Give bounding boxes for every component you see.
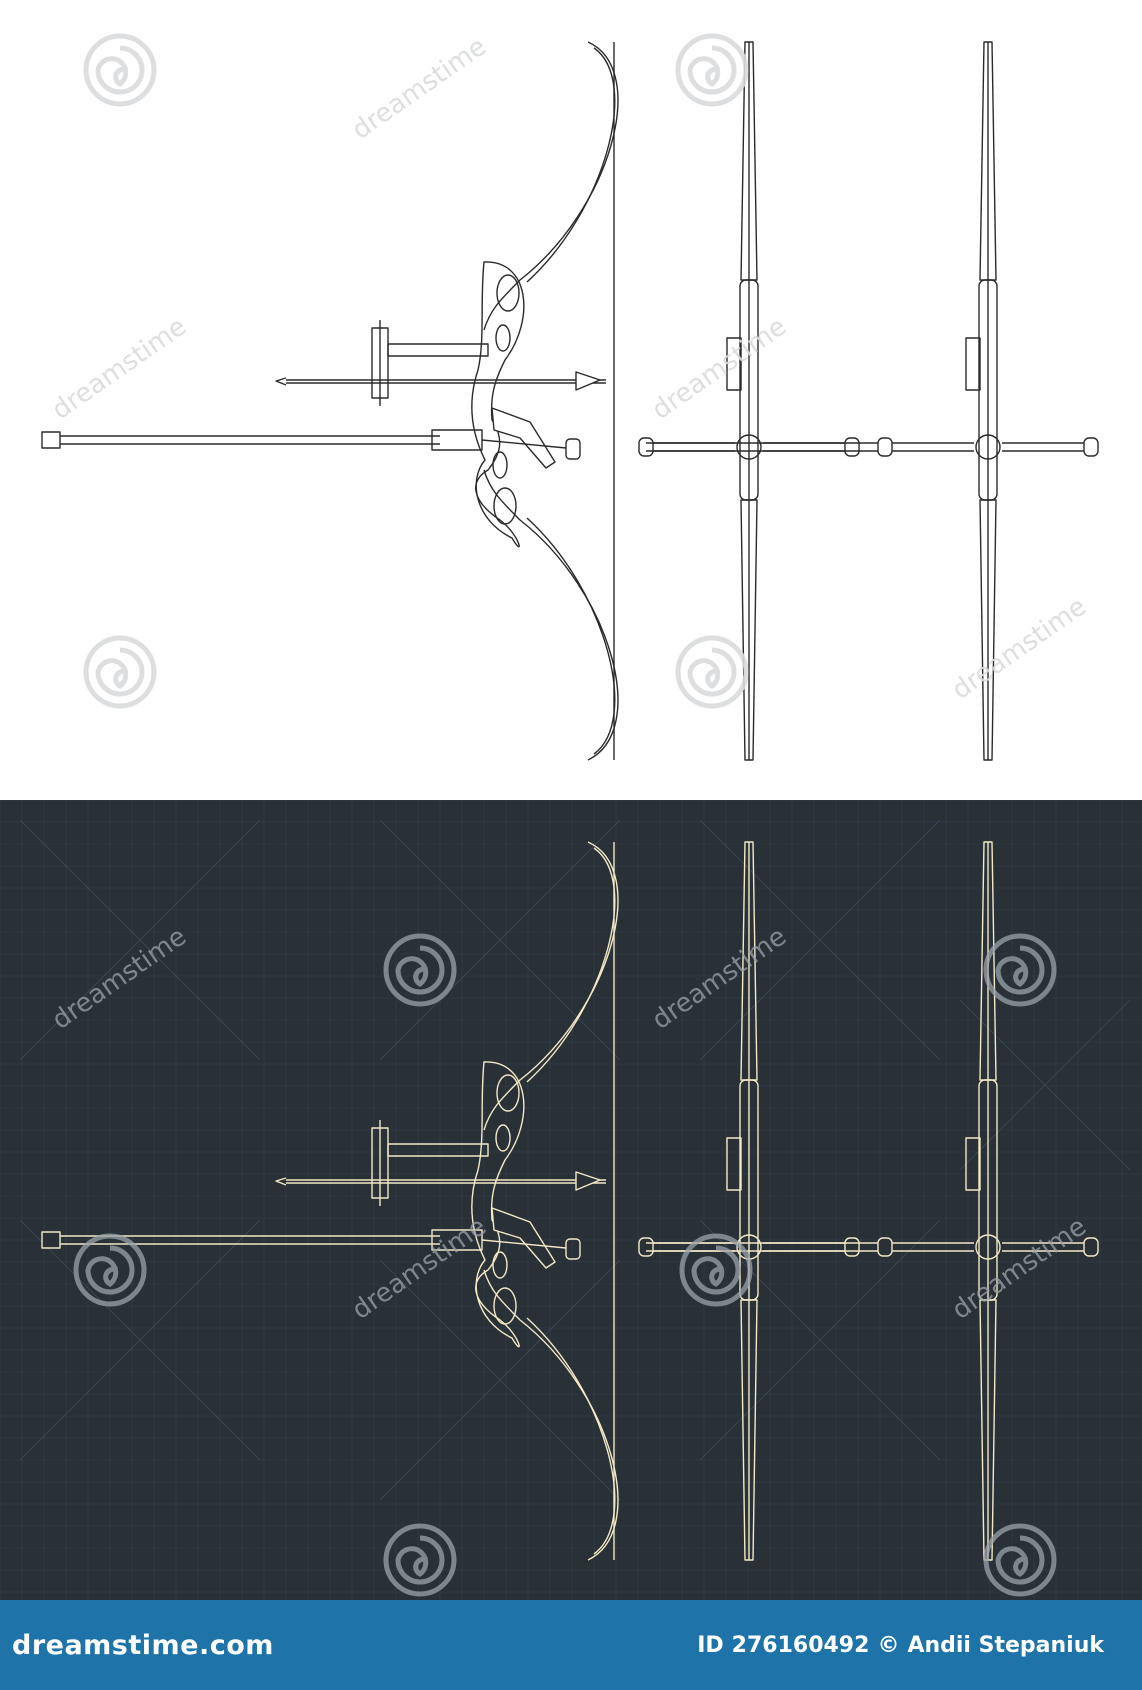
- short-stabilizer: [481, 1239, 567, 1249]
- front-end-weight-left: [877, 1237, 893, 1257]
- upper-limb-inner: [526, 847, 616, 1083]
- riser-cutout-low-mid: [492, 1251, 508, 1279]
- riser-cutout-upper: [496, 1074, 520, 1112]
- light-drawing-panel: dreamstime dreamstime dreamstime dreamstime: [0, 0, 1142, 800]
- spiral-watermark-icon: [83, 635, 157, 709]
- spiral-watermark-icon: [983, 1523, 1057, 1597]
- front-center-mount: [736, 434, 762, 460]
- arrow-fletching: [575, 371, 601, 391]
- front-lower-limb: [740, 1299, 758, 1561]
- front-upper-limb: [740, 841, 758, 1081]
- diagonal-guides: [19, 819, 1131, 1501]
- riser: [471, 261, 525, 548]
- watermark-text: dreamstime: [347, 32, 492, 146]
- sight-bar: [387, 343, 489, 357]
- author-name[interactable]: Andii Stepaniuk: [907, 1632, 1104, 1658]
- lower-limb-inner: [526, 1317, 616, 1555]
- spiral-watermark-icon: [383, 1523, 457, 1597]
- blueprint-grid: [0, 800, 1142, 1600]
- short-stabilizer-end: [565, 438, 581, 460]
- riser-cutout-lower: [493, 487, 517, 525]
- watermark-text: dreamstime: [647, 312, 792, 426]
- front-sight: [965, 337, 981, 391]
- id-label: ID: [697, 1632, 724, 1658]
- front-end-weight-right: [844, 437, 860, 457]
- front-end-weight-right: [1083, 437, 1099, 457]
- front-upper-limb: [979, 41, 997, 281]
- spiral-watermark-icon: [383, 933, 457, 1007]
- stabilizer-weight: [41, 1231, 61, 1249]
- watermark-text: dreamstime: [47, 922, 192, 1036]
- lower-limb-inner: [526, 517, 616, 755]
- short-stabilizer-end: [565, 1238, 581, 1260]
- front-end-weight-right: [844, 1237, 860, 1257]
- front-upper-limb: [740, 41, 758, 281]
- side-view-bow: [41, 841, 619, 1561]
- arrow-point: [275, 377, 287, 386]
- grip: [491, 1207, 556, 1269]
- riser-cutout-mid: [495, 324, 511, 352]
- short-stabilizer: [481, 439, 567, 449]
- side-view-bow: [41, 41, 619, 761]
- spiral-watermark-icon: [73, 1233, 147, 1307]
- bow-group: [41, 41, 1099, 761]
- front-end-weight-left: [877, 437, 893, 457]
- front-sight: [726, 1137, 742, 1191]
- front-sight: [726, 337, 742, 391]
- riser-cutout-lower: [493, 1287, 517, 1325]
- front-end-weight-left: [638, 437, 654, 457]
- sight-bar: [387, 1143, 489, 1157]
- bow-group: [41, 841, 1099, 1561]
- spiral-watermark-icon: [983, 933, 1057, 1007]
- front-lower-limb: [740, 499, 758, 761]
- front-upper-limb: [979, 841, 997, 1081]
- front-sight: [965, 1137, 981, 1191]
- arrow-fletching: [575, 1171, 601, 1191]
- stabilizer-weight: [41, 431, 61, 449]
- stock-footer-bar: dreamstime.com ID 276160492 © Andii Stepani…: [0, 1600, 1142, 1690]
- upper-limb: [483, 841, 619, 1131]
- front-center-mount: [975, 434, 1001, 460]
- site-name[interactable]: dreamstime.com: [12, 1629, 274, 1661]
- spiral-watermark-icon: [83, 33, 157, 107]
- copyright-symbol: ©: [877, 1632, 900, 1658]
- front-center-mount: [975, 1234, 1001, 1260]
- watermark-text: dreamstime: [47, 312, 192, 426]
- id-value: 276160492: [731, 1632, 870, 1658]
- watermark-text: dreamstime: [347, 1212, 492, 1326]
- spiral-watermark-icon: [679, 1233, 753, 1307]
- spiral-watermark-icon: [675, 635, 749, 709]
- grip: [491, 407, 556, 469]
- upper-limb-inner: [526, 47, 616, 283]
- front-lower-limb: [979, 1299, 997, 1561]
- riser-cutout-mid: [495, 1124, 511, 1152]
- image-credit: ID 276160492 © Andii Stepaniuk: [697, 1633, 1112, 1658]
- recurve-bow-light-drawing: dreamstime dreamstime dreamstime dreamstime: [41, 32, 1099, 761]
- upper-limb: [483, 41, 619, 331]
- lower-limb: [483, 469, 619, 761]
- front-end-weight-right: [1083, 1237, 1099, 1257]
- lower-limb: [483, 1269, 619, 1561]
- riser: [471, 1061, 525, 1348]
- riser-cutout-low-mid: [492, 451, 508, 479]
- watermark-text: dreamstime: [947, 1212, 1092, 1326]
- watermark-text: dreamstime: [947, 592, 1092, 706]
- spiral-watermark-icon: [675, 33, 749, 107]
- front-end-weight-left: [638, 1237, 654, 1257]
- back-view-bow: [646, 41, 1099, 761]
- front-lower-limb: [979, 499, 997, 761]
- arrow-point: [275, 1177, 287, 1186]
- riser-cutout-upper: [496, 274, 520, 312]
